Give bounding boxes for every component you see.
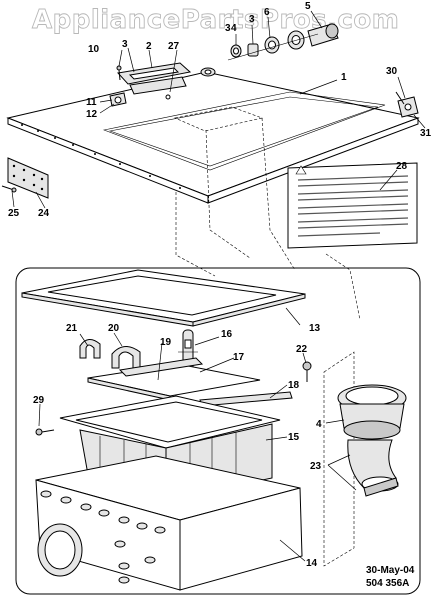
diagram-code: 504 356A — [366, 578, 409, 589]
screw-part-22 — [302, 361, 312, 382]
callout-numbers: 1 2 3 27 10 11 12 3 4 3 6 5 30 31 28 25 … — [8, 1, 432, 569]
clip-part-20 — [111, 346, 141, 369]
divider-part-17-19 — [87, 357, 261, 401]
elbow-assembly-part-4-23 — [323, 351, 407, 567]
callout-16: 16 — [221, 329, 233, 340]
callout-27: 27 — [168, 41, 180, 52]
callout-5: 5 — [305, 1, 311, 12]
warning-label-part-28 — [287, 162, 418, 249]
callout-15: 15 — [288, 432, 300, 443]
callout-21: 21 — [66, 323, 78, 334]
callout-14: 14 — [306, 558, 318, 569]
callout-18: 18 — [288, 380, 300, 391]
small-clip — [200, 67, 216, 77]
callout-13: 13 — [309, 323, 321, 334]
callout-24: 24 — [38, 208, 50, 219]
tub-assembly-frame — [15, 267, 421, 595]
callout-3-bracket: 3 — [122, 39, 128, 50]
callout-6: 6 — [264, 7, 270, 18]
hinge-plate-part-24 — [1, 157, 49, 199]
callout-11: 11 — [86, 97, 97, 108]
callout-4: 4 — [316, 419, 322, 430]
callout-30: 30 — [386, 66, 398, 77]
callout-19: 19 — [160, 337, 172, 348]
callout-4-hardware: 4 — [231, 23, 237, 34]
knob-part-11-12 — [109, 92, 127, 107]
diagram-date: 30-May-04 — [366, 565, 415, 576]
callout-1: 1 — [341, 72, 347, 83]
callout-2: 2 — [146, 41, 152, 52]
callout-22: 22 — [296, 344, 308, 355]
watermark-text: AppliancePartsPros.com — [32, 5, 399, 35]
callout-10: 10 — [88, 44, 100, 55]
callout-20: 20 — [108, 323, 120, 334]
callout-3-hardware: 3 — [225, 23, 231, 34]
gasket-part-13 — [21, 269, 306, 327]
assembly-guide-lines — [175, 117, 361, 321]
callout-25: 25 — [8, 208, 20, 219]
top-panel-part-1 — [6, 71, 420, 204]
callout-23: 23 — [310, 461, 322, 472]
clip-part-21 — [79, 339, 101, 359]
callout-3-washer: 3 — [249, 14, 255, 25]
rail-part-18 — [199, 391, 293, 407]
callout-leaders — [11, 10, 426, 562]
callout-31: 31 — [420, 128, 432, 139]
callout-17: 17 — [233, 352, 245, 363]
hinge-part-30-31 — [395, 91, 419, 118]
callout-12: 12 — [86, 109, 98, 120]
screw-part-29 — [35, 428, 55, 436]
hardware-stack — [227, 23, 339, 61]
callout-29: 29 — [33, 395, 45, 406]
callout-28: 28 — [396, 161, 408, 172]
base-tub-part-14 — [35, 455, 303, 591]
